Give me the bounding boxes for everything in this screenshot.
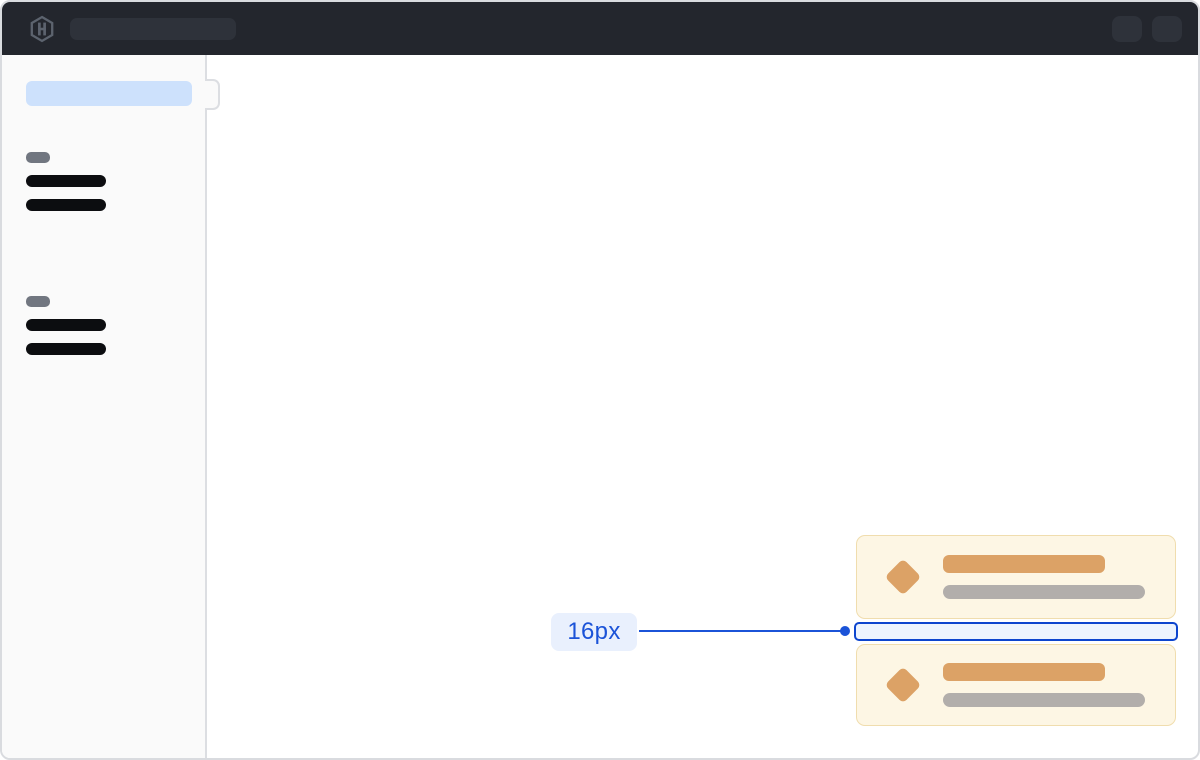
search-bar-skeleton[interactable] bbox=[70, 17, 236, 40]
sidebar-item-skeleton[interactable] bbox=[26, 319, 106, 331]
card-title-skeleton bbox=[943, 663, 1105, 681]
topbar-action-skeleton-2[interactable] bbox=[1152, 15, 1182, 42]
topbar-action-skeleton-1[interactable] bbox=[1112, 15, 1142, 42]
measurement-line bbox=[639, 630, 842, 632]
top-nav-bar bbox=[2, 2, 1198, 55]
alert-card bbox=[856, 644, 1176, 726]
topbar-actions bbox=[1112, 15, 1182, 42]
card-title-skeleton bbox=[943, 555, 1105, 573]
spacing-label-text: 16px bbox=[567, 618, 621, 645]
diamond-icon bbox=[884, 558, 922, 596]
diamond-icon bbox=[884, 666, 922, 704]
sidebar-nav bbox=[2, 55, 207, 758]
card-body-skeleton bbox=[943, 585, 1145, 599]
sidebar-nav-group-2 bbox=[26, 296, 106, 367]
sidebar-toggle-handle[interactable] bbox=[205, 79, 220, 110]
sidebar-nav-group-1 bbox=[26, 152, 106, 223]
sidebar-section-label-skeleton bbox=[26, 296, 50, 307]
measurement-dot bbox=[840, 626, 850, 636]
spacing-highlight-box bbox=[854, 622, 1178, 641]
card-body-skeleton bbox=[943, 693, 1145, 707]
card-text-skeleton bbox=[943, 663, 1145, 707]
sidebar-section-label-skeleton bbox=[26, 152, 50, 163]
card-text-skeleton bbox=[943, 555, 1145, 599]
sidebar-item-skeleton[interactable] bbox=[26, 175, 106, 187]
hashicorp-logo-icon[interactable] bbox=[28, 15, 56, 43]
sidebar-active-item-skeleton[interactable] bbox=[26, 81, 192, 106]
alert-card bbox=[856, 535, 1176, 619]
sidebar-item-skeleton[interactable] bbox=[26, 343, 106, 355]
sidebar-item-skeleton[interactable] bbox=[26, 199, 106, 211]
spacing-label: 16px bbox=[551, 613, 637, 651]
